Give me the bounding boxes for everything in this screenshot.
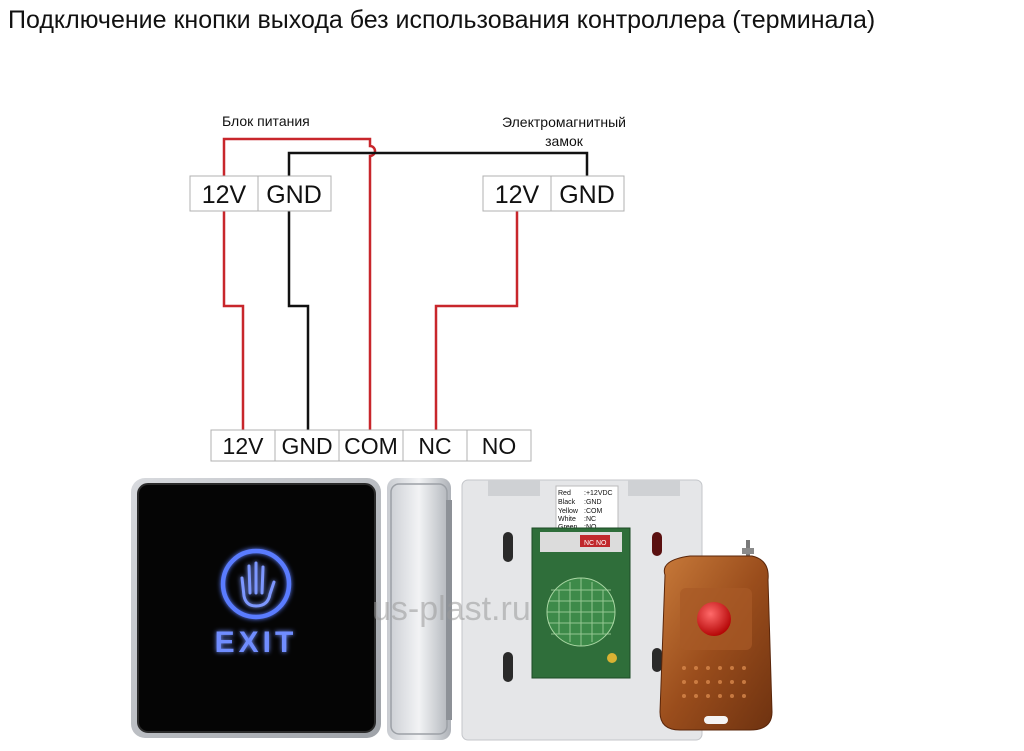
button-terminal-nc: NC	[418, 433, 451, 459]
watermark: us-plast.ru	[372, 590, 531, 628]
terminal-box	[466, 429, 532, 462]
wire-psu-to-button-com	[222, 137, 377, 430]
exit-label: EXIT	[215, 626, 298, 659]
exit-button-front: EXIT	[131, 478, 381, 738]
board-mark-no: NO	[596, 540, 607, 547]
wire-lock-12v-to-button-nc	[434, 211, 519, 430]
wire-psu-gnd-to-lock-gnd	[287, 151, 589, 176]
lock-terminal-gnd: GND	[559, 181, 615, 209]
power-supply-terminals: 12V GND	[189, 175, 332, 212]
wires	[222, 137, 589, 430]
terminal-box	[338, 429, 404, 462]
button-terminal-no: NO	[482, 433, 517, 459]
exit-button-face	[138, 484, 375, 732]
hand-ring-icon	[220, 548, 292, 620]
psu-terminal-12v: 12V	[202, 181, 247, 209]
exit-button-side	[387, 478, 452, 740]
lock-label-line1: Электромагнитный	[502, 114, 626, 130]
wire-signal-white: :NC	[584, 516, 596, 523]
wire-signal-yellow: :COM	[584, 508, 602, 515]
terminal-box	[189, 175, 259, 212]
wire-color-red: Red	[558, 490, 571, 497]
button-terminal-gnd: GND	[281, 433, 332, 459]
button-terminals: 12V GND COM NC NO	[210, 429, 532, 462]
fob-red-button	[697, 602, 731, 636]
pcb-board: NC NO	[531, 527, 631, 679]
wire-color-white: White	[558, 516, 576, 523]
wire-psu-12v-to-button-12v	[222, 176, 245, 430]
lock-terminal-12v: 12V	[495, 181, 540, 209]
hand-icon	[240, 561, 276, 608]
button-terminal-com: COM	[344, 433, 398, 459]
exit-button-back: Red :+12VDC Black :GND Yellow :COM White…	[461, 479, 703, 741]
wire-color-table: Red :+12VDC Black :GND Yellow :COM White…	[555, 485, 619, 533]
terminal-box	[402, 429, 468, 462]
power-supply-label: Блок питания	[222, 113, 310, 129]
wire-psu-gnd-to-button-gnd	[287, 211, 310, 430]
wire-signal-black: :GND	[584, 499, 602, 506]
button-terminal-12v: 12V	[223, 433, 265, 459]
terminal-box	[257, 175, 332, 212]
lock-label-line2: замок	[545, 133, 584, 149]
wire-color-yellow: Yellow	[558, 508, 579, 515]
terminal-box	[550, 175, 625, 212]
remote-key-fob	[659, 540, 773, 731]
board-mark-nc: NC	[584, 540, 594, 547]
terminal-box	[274, 429, 340, 462]
page-title: Подключение кнопки выхода без использова…	[8, 6, 876, 34]
lock-terminals: 12V GND	[482, 175, 625, 212]
wire-signal-red: :+12VDC	[584, 490, 613, 497]
wire-color-black: Black	[558, 499, 576, 506]
psu-terminal-gnd: GND	[266, 181, 322, 209]
